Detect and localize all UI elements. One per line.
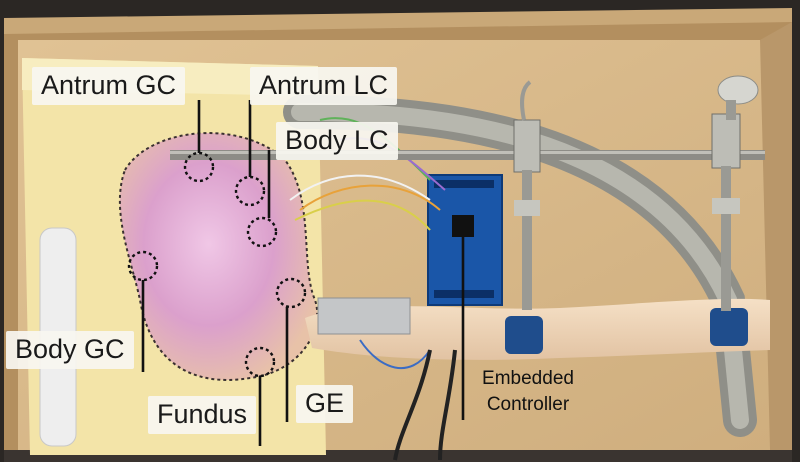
sensor-block <box>317 297 411 335</box>
marker-antrum-lc <box>234 175 266 207</box>
label-antrum-lc: Antrum LC <box>250 67 398 105</box>
blue-clamp-right <box>710 308 748 346</box>
label-body-gc: Body GC <box>6 331 134 369</box>
label-body-lc: Body LC <box>276 122 398 160</box>
marker-antrum-gc <box>183 151 215 183</box>
label-antrum-gc: Antrum GC <box>32 67 186 105</box>
arduino-board <box>427 174 503 306</box>
knob <box>717 75 759 105</box>
blue-clamp-left <box>505 316 543 354</box>
marker-fundus <box>244 346 276 378</box>
label-ge: GE <box>296 385 354 423</box>
arduino-chip <box>452 215 474 237</box>
clamp-stand-right <box>711 75 759 311</box>
threaded-rod <box>170 150 765 160</box>
wire-bundle <box>289 117 457 461</box>
marker-body-lc <box>246 216 278 248</box>
label-embedded-controller: Embedded Controller <box>468 366 588 418</box>
arduino-header-top <box>434 180 494 188</box>
grey-tube-highlight <box>291 102 749 429</box>
threaded-rod-shine <box>170 151 765 154</box>
marker-body-gc <box>127 250 159 282</box>
marker-ge <box>275 277 307 309</box>
clamp-stand-left <box>513 80 541 310</box>
controller-label-line2: Controller <box>486 394 570 415</box>
box-rim-top <box>4 8 792 34</box>
controller-label-line1: Embedded <box>482 368 574 389</box>
label-fundus: Fundus <box>148 396 257 434</box>
